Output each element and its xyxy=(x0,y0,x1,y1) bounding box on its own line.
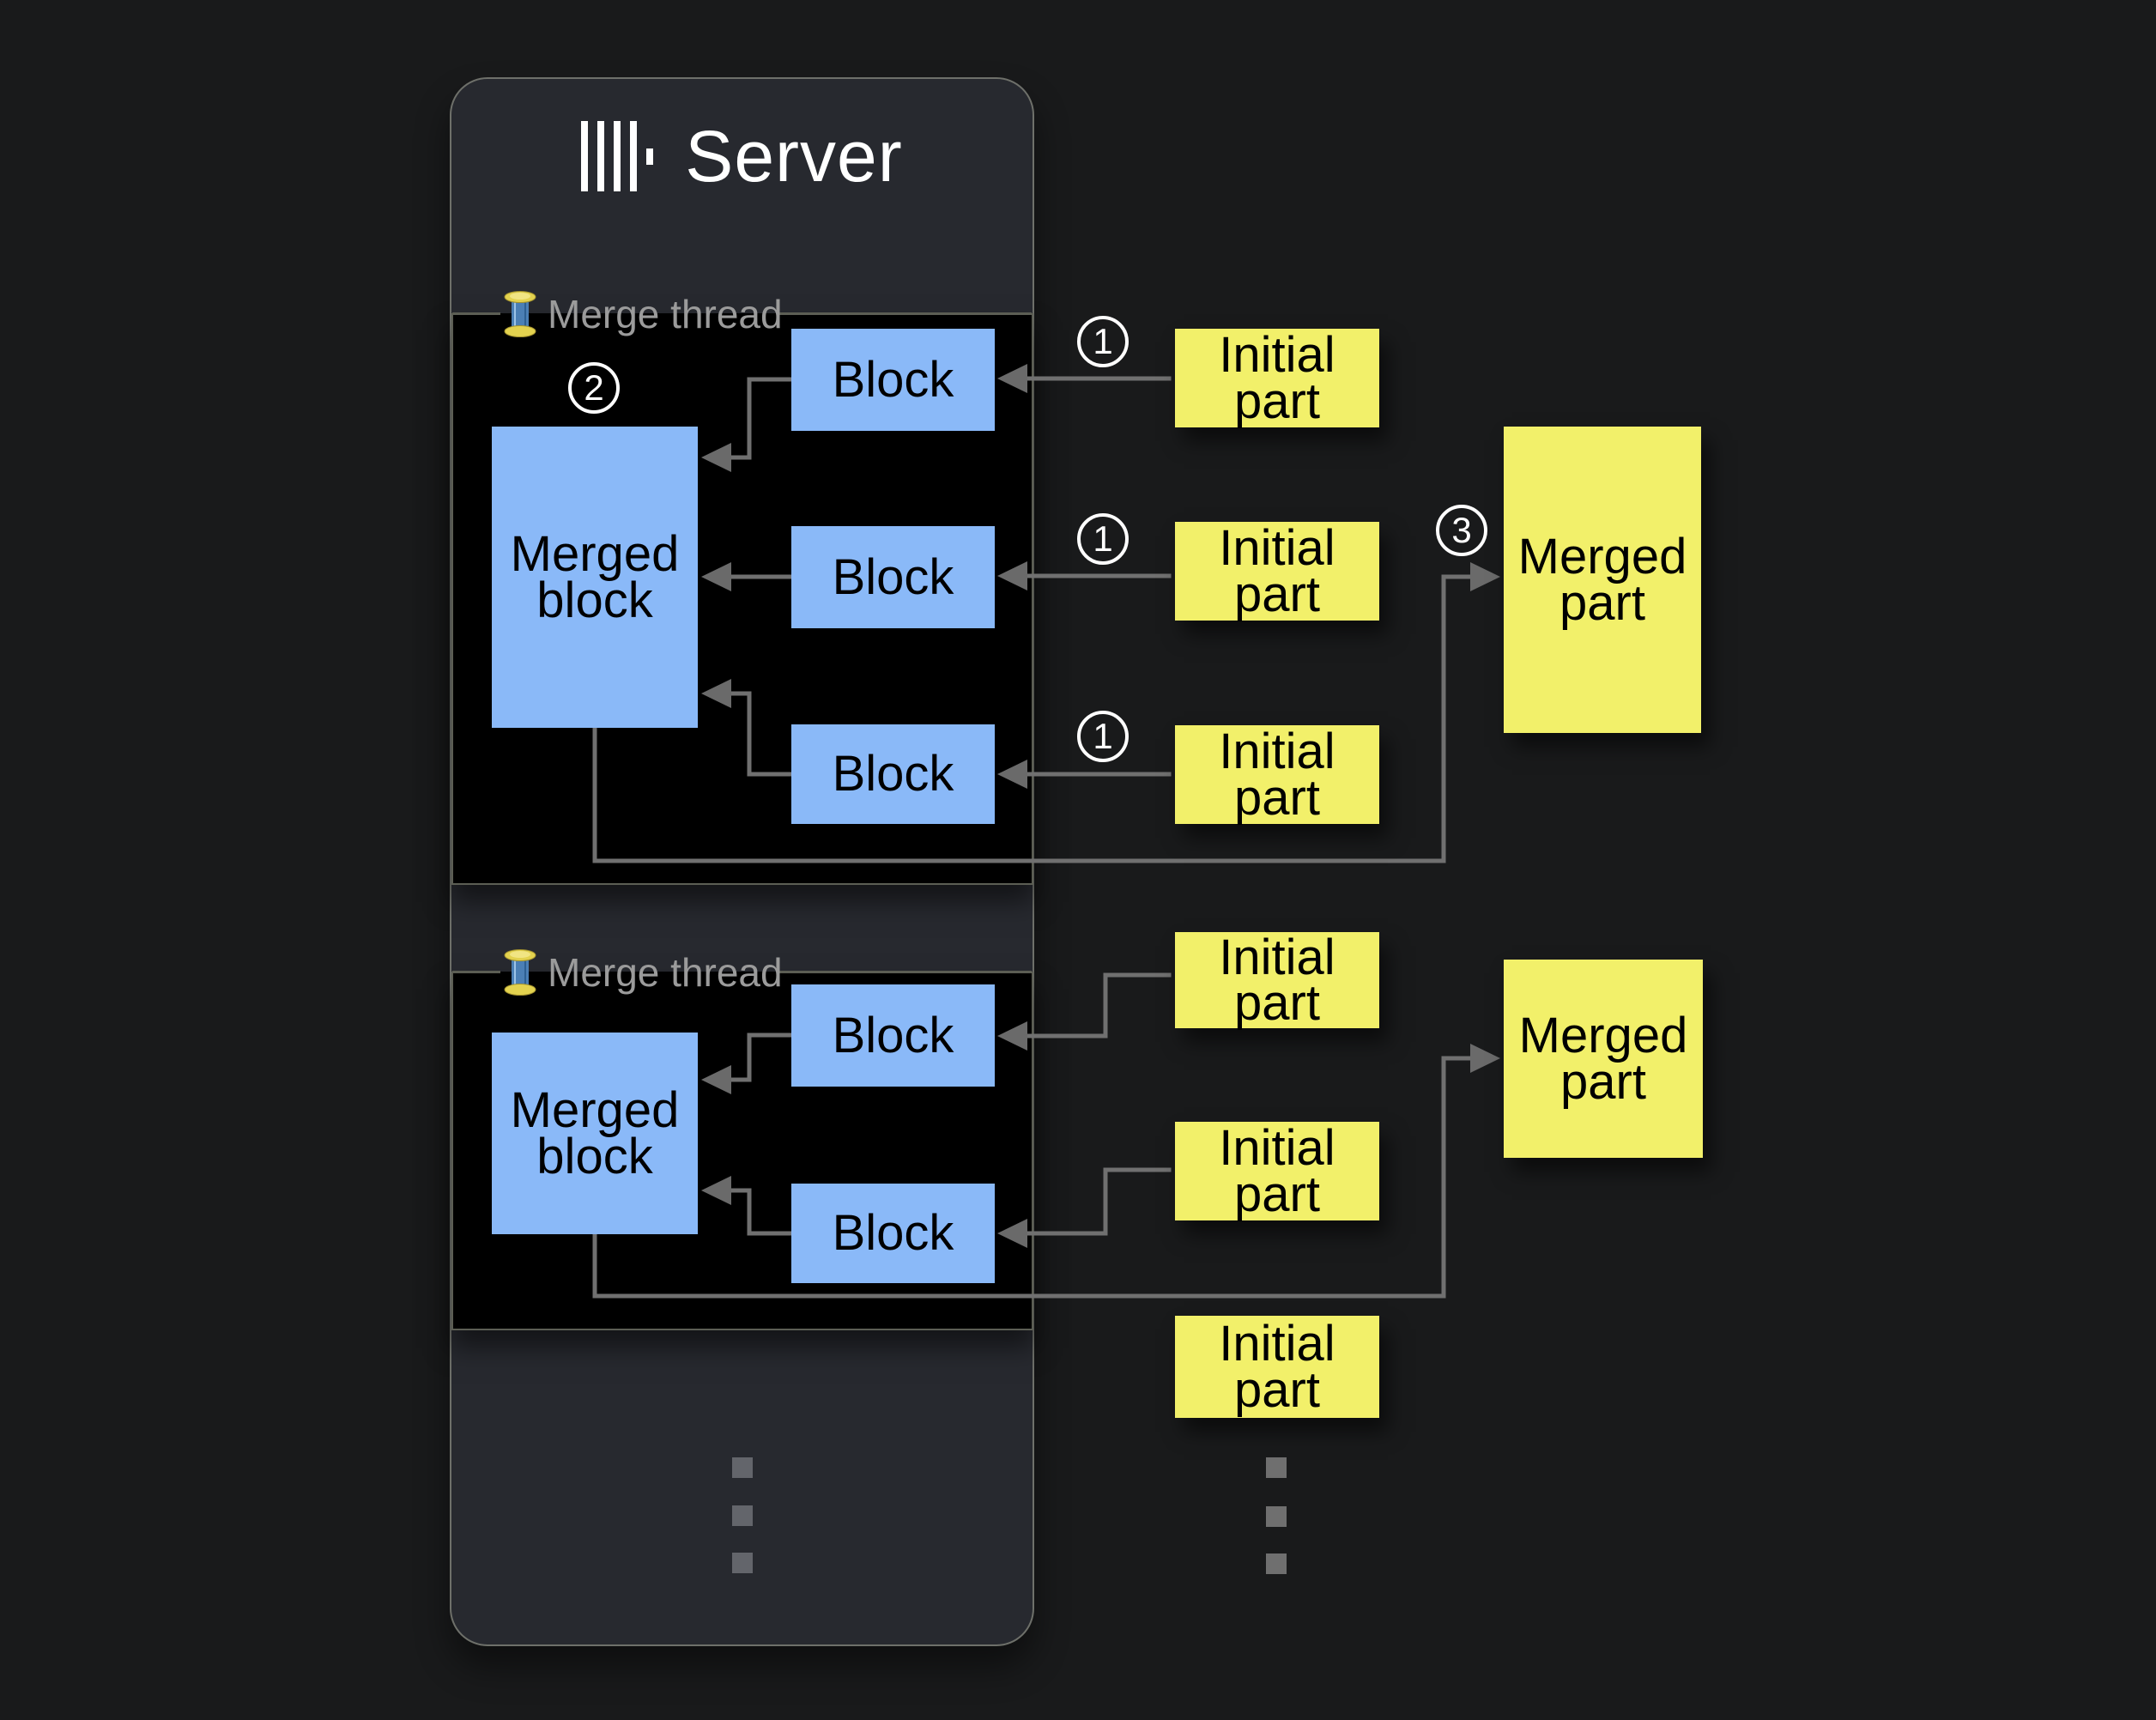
more-threads-dots xyxy=(732,1553,753,1573)
merge-thread-legend-2: Merge thread xyxy=(503,947,783,998)
merged-part-2: Merged part xyxy=(1504,960,1703,1158)
thread-spool-icon xyxy=(504,949,536,996)
logo-bar-short xyxy=(646,148,654,165)
merge-thread-label: Merge thread xyxy=(548,292,783,336)
logo-bar xyxy=(630,121,638,191)
server-title: Server xyxy=(685,115,903,197)
more-parts-dots xyxy=(1266,1457,1287,1478)
thread-spool-icon xyxy=(504,291,536,337)
merged-part-1: Merged part xyxy=(1504,427,1701,733)
block-2: Block xyxy=(791,526,995,628)
initial-part-6: Initial part xyxy=(1175,1316,1379,1418)
more-threads-dots xyxy=(732,1457,753,1478)
thread-box-border xyxy=(452,971,500,973)
more-parts-dots xyxy=(1266,1506,1287,1527)
connector-initialpart5-block5 xyxy=(1024,1167,1172,1236)
merge-thread-label: Merge thread xyxy=(548,950,783,995)
block-3: Block xyxy=(791,724,995,824)
connector-initialpart4-block4 xyxy=(1024,972,1172,1039)
block-5: Block xyxy=(791,1184,995,1283)
merge-thread-legend-1: Merge thread xyxy=(503,288,783,340)
logo-bar xyxy=(581,121,589,191)
initial-part-1: Initial part xyxy=(1175,329,1379,427)
initial-part-2: Initial part xyxy=(1175,522,1379,621)
thread-box-border xyxy=(779,312,1032,315)
arrowhead-right-icon xyxy=(1470,562,1500,591)
thread-box-border xyxy=(779,971,1032,973)
step-badge-insert-1: 1 xyxy=(1077,316,1129,367)
merged-block-1: Merged block xyxy=(492,427,698,728)
clickhouse-logo-icon xyxy=(581,121,654,191)
logo-bar xyxy=(597,121,605,191)
step-badge-result: 3 xyxy=(1436,505,1487,556)
arrowhead-right-icon xyxy=(1470,1044,1500,1073)
merged-block-2: Merged block xyxy=(492,1033,698,1234)
server-header: Server xyxy=(450,116,1034,197)
initial-part-5: Initial part xyxy=(1175,1122,1379,1220)
block-4: Block xyxy=(791,984,995,1087)
block-1: Block xyxy=(791,329,995,431)
initial-part-3: Initial part xyxy=(1175,725,1379,824)
more-parts-dots xyxy=(1266,1553,1287,1574)
logo-bar xyxy=(614,121,621,191)
more-threads-dots xyxy=(732,1505,753,1526)
step-badge-insert-3: 1 xyxy=(1077,711,1129,762)
step-badge-insert-2: 1 xyxy=(1077,513,1129,565)
initial-part-4: Initial part xyxy=(1175,932,1379,1028)
thread-box-border xyxy=(452,312,500,315)
step-badge-merge: 2 xyxy=(568,362,620,414)
